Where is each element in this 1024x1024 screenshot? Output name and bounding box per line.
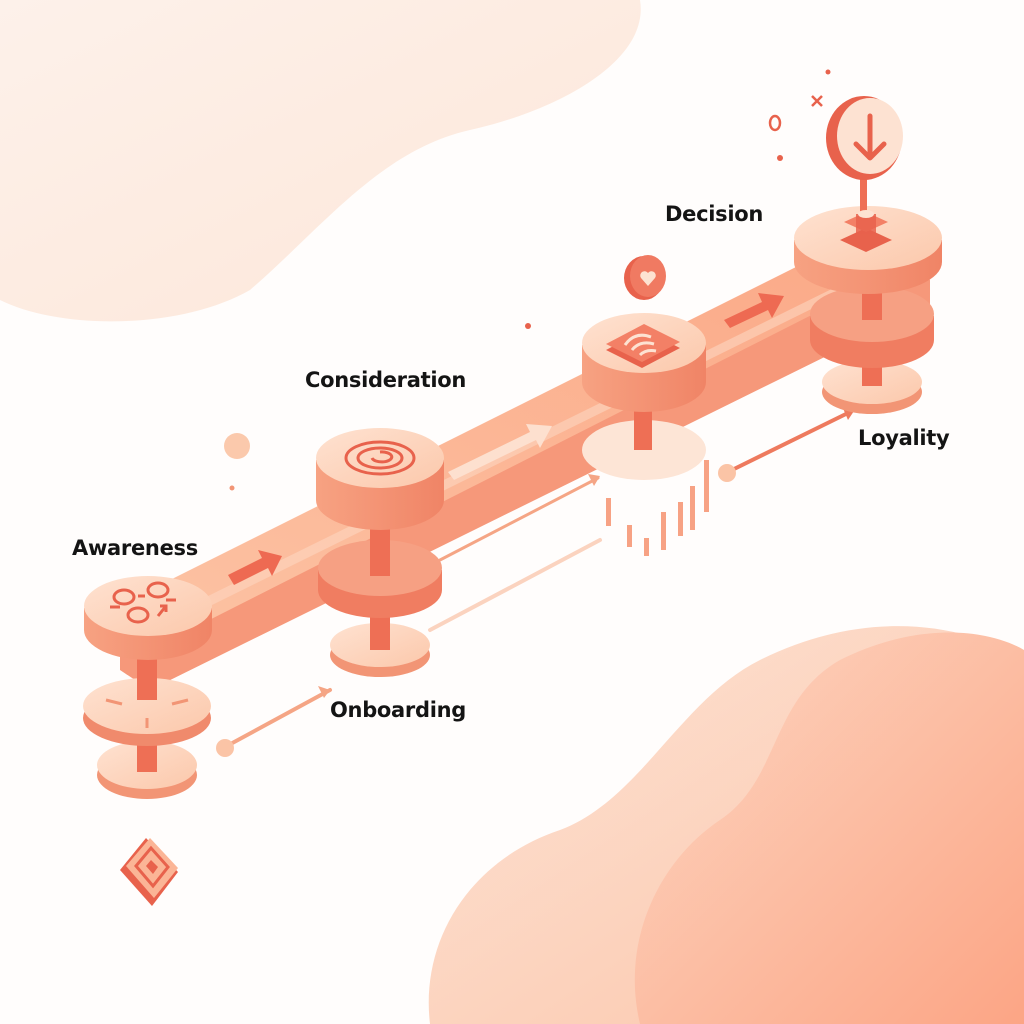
arrow-icon (724, 293, 784, 328)
floating-dot (525, 323, 531, 329)
concentric-square-icon (120, 838, 178, 906)
background-blob-top-left (0, 0, 641, 322)
stage-label-loyality: Loyality (858, 426, 950, 450)
down-arrow-sign-icon (826, 96, 903, 252)
stage-middle-stack (582, 313, 706, 480)
stage-awareness-stack (83, 576, 212, 799)
arrow-icon (448, 424, 552, 480)
stage-label-onboarding: Onboarding (330, 698, 467, 722)
stage-label-consideration: Consideration (305, 368, 467, 392)
arrow-icon (228, 550, 282, 585)
people-network-icon (110, 581, 176, 624)
stage-label-awareness: Awareness (72, 536, 198, 560)
floating-dot (229, 485, 235, 491)
background-blob-bottom-right (634, 632, 1024, 1024)
target-icon (344, 440, 416, 476)
bar-chart-icon (606, 460, 709, 556)
track-arrows (228, 293, 784, 585)
connectors (216, 406, 856, 757)
magnet-tile-icon (606, 324, 680, 368)
stage-decision-stack (794, 96, 942, 414)
stage-label-decision: Decision (665, 202, 763, 226)
stage-consideration-stack (316, 428, 444, 677)
circle-x-dot-icon (768, 69, 831, 161)
heart-badge-icon (624, 255, 666, 300)
floating-dot (224, 433, 250, 459)
